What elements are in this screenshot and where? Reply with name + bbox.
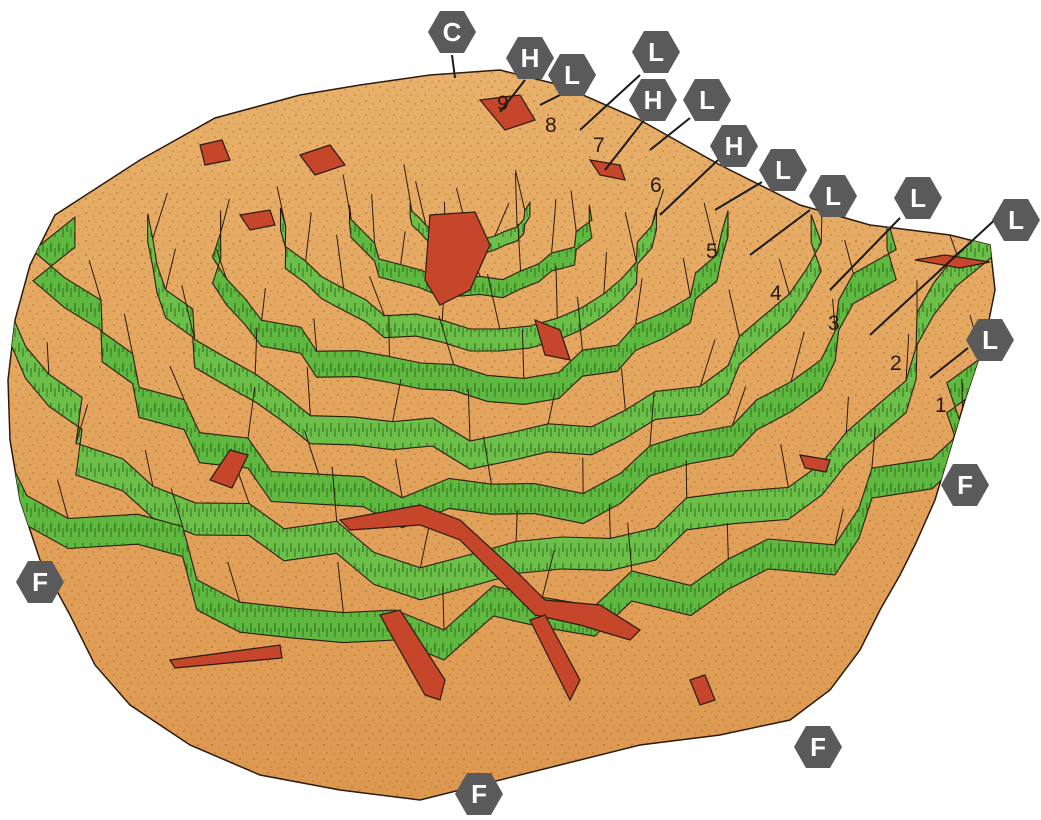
marker-l-6-label: L	[910, 183, 926, 213]
marker-c-label: C	[443, 17, 462, 47]
terrace-number-9: 9	[497, 92, 509, 115]
terrace-number-8: 8	[545, 114, 557, 137]
terrace-number-2: 2	[890, 352, 902, 375]
marker-h-3-label: H	[725, 131, 744, 161]
marker-f-2-label: F	[32, 567, 48, 597]
marker-l-1-label: L	[564, 60, 580, 90]
marker-l-7-hexagon-icon: L	[992, 199, 1040, 241]
plate-crack	[33, 198, 35, 251]
plate-crack	[11, 264, 13, 316]
marker-l-2-label: L	[648, 37, 664, 67]
terrace-number-6: 6	[650, 174, 662, 197]
marker-l-7-label: L	[1008, 205, 1024, 235]
marker-l-5-label: L	[825, 181, 841, 211]
marker-l-2-hexagon-icon: L	[632, 31, 680, 73]
terrace-number-5: 5	[706, 240, 718, 263]
marker-l-4-hexagon-icon: L	[759, 149, 807, 191]
marker-f-3-hexagon-icon: F	[794, 726, 842, 768]
plate-crack	[686, 460, 687, 498]
marker-h-2-hexagon-icon: H	[629, 79, 677, 121]
marker-f-1-hexagon-icon: F	[941, 464, 989, 506]
marker-f-1-label: F	[957, 470, 973, 500]
marker-h-2-label: H	[644, 85, 663, 115]
plate-crack	[389, 316, 390, 356]
marker-l-3-hexagon-icon: L	[683, 79, 731, 121]
marker-l-8-label: L	[982, 325, 998, 355]
marker-c-hexagon-icon: C	[428, 11, 476, 53]
marker-l-6-hexagon-icon: L	[894, 177, 942, 219]
terrace-number-7: 7	[593, 134, 605, 157]
terrace-number-1: 1	[935, 394, 947, 417]
plate-crack	[0, 425, 9, 459]
marker-l-3-label: L	[699, 85, 715, 115]
terrace-number-3: 3	[828, 312, 840, 335]
plate-crack	[1015, 258, 1017, 294]
marker-f-3-label: F	[810, 732, 826, 762]
terrace-number-4: 4	[770, 282, 782, 305]
marker-f-4-label: F	[471, 779, 487, 809]
marker-l-4-label: L	[775, 155, 791, 185]
marker-h-1-label: H	[521, 43, 540, 73]
